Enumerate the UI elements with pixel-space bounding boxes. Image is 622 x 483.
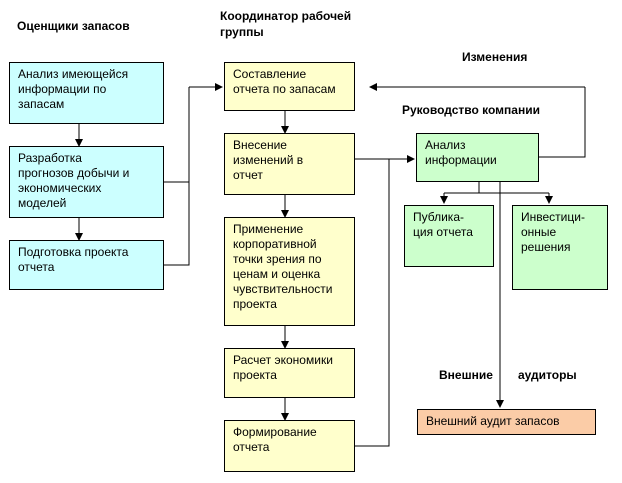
header-coordinator: Координатор рабочей группы <box>220 9 352 39</box>
box-compile-report: Составление отчета по запасам <box>224 62 355 111</box>
box-analysis-existing-info: Анализ имеющейся информации по запасам <box>9 62 164 124</box>
box-forecast-models: Разработка прогнозов добычи и экономичес… <box>9 146 164 218</box>
header-external: Внешние <box>439 368 493 382</box>
header-management: Руководство компании <box>402 103 540 117</box>
box-prepare-draft: Подготовка проекта отчета <box>9 240 164 290</box>
line-form-to-riser <box>355 159 390 447</box>
box-form-report: Формирование отчета <box>224 420 355 472</box>
line-analysis-changes-loop <box>539 87 586 158</box>
box-info-analysis: Анализ информации <box>416 133 539 182</box>
box-external-audit: Внешний аудит запасов <box>417 409 596 435</box>
box-economics-calc: Расчет экономики проекта <box>224 348 355 398</box>
header-changes: Изменения <box>462 50 528 64</box>
box-make-changes: Внесение изменений в отчет <box>224 133 355 195</box>
box-publication: Публика- ция отчета <box>404 205 494 267</box>
box-investment: Инвестици- онные решения <box>512 205 608 290</box>
box-corporate-view: Применение корпоративной точки зрения по… <box>224 217 355 326</box>
header-appraisers: Оценщики запасов <box>17 19 130 33</box>
line-draft-to-bus <box>164 87 190 266</box>
header-auditors: аудиторы <box>518 368 577 382</box>
